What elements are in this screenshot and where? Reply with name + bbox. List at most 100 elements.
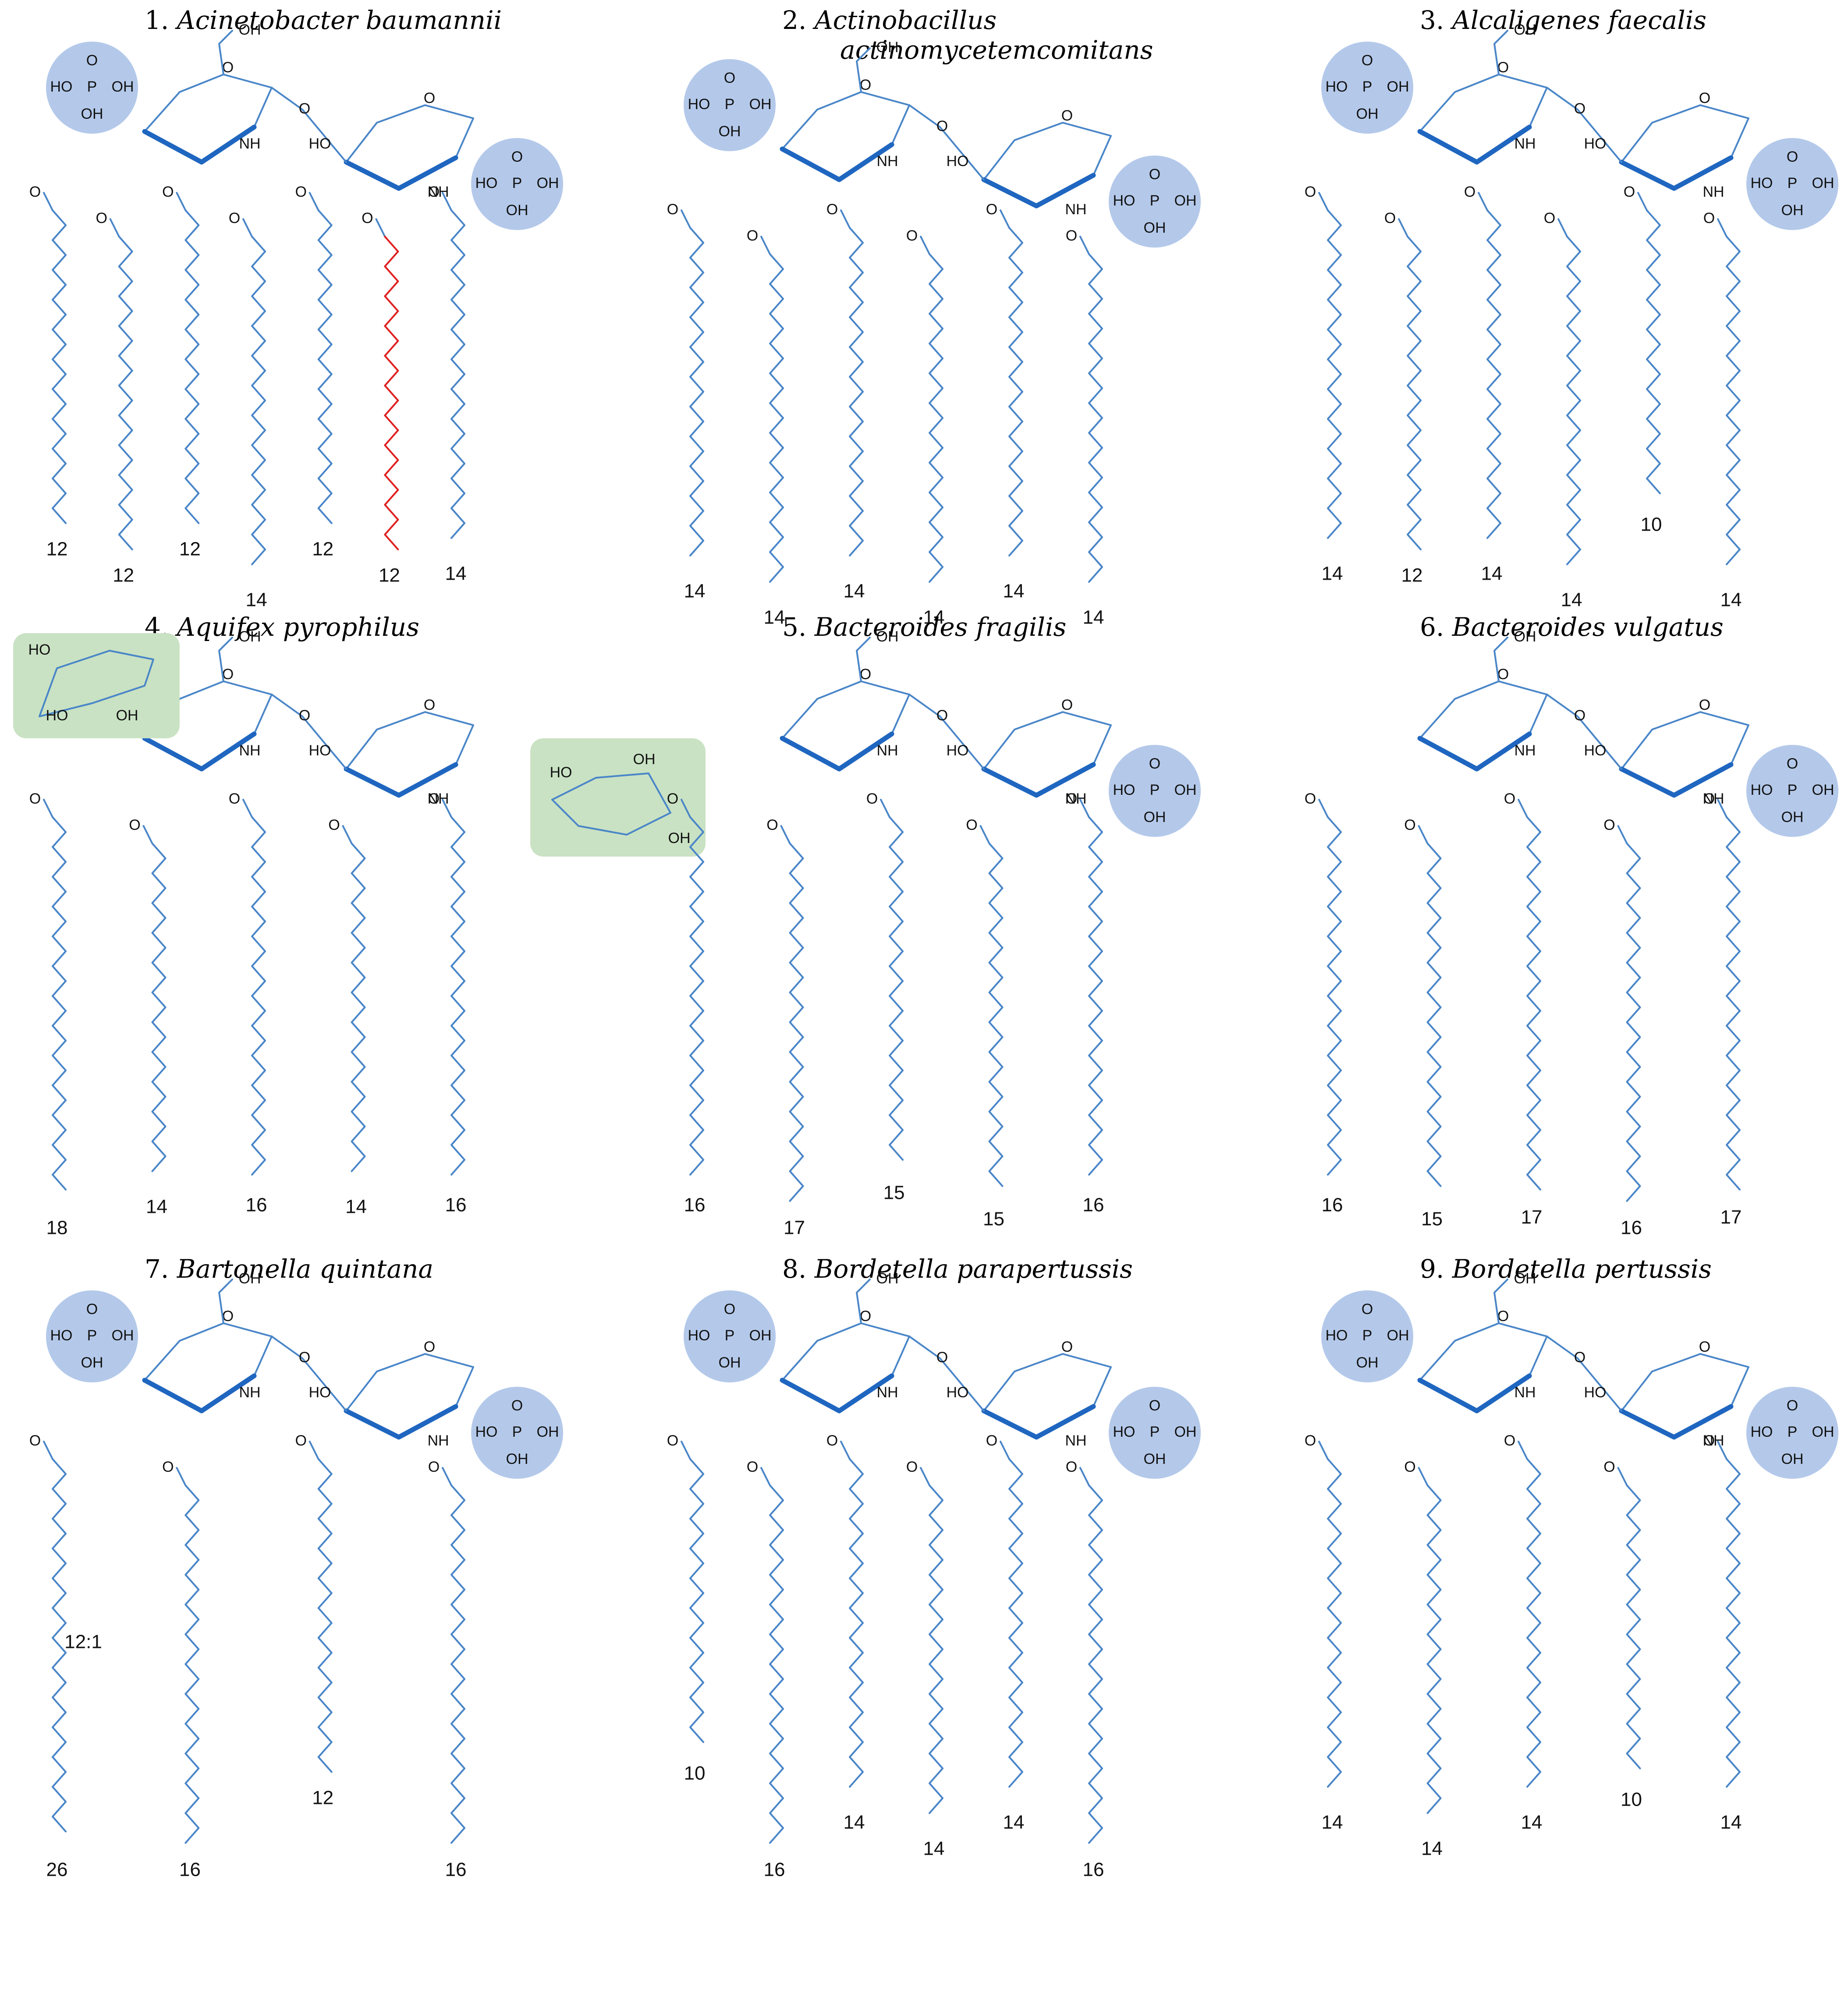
ester-bond [1318, 799, 1329, 818]
phosphate-hydroxyl: OH [81, 106, 103, 122]
structure-number: 6. [1420, 612, 1452, 642]
glycosidic-bond [908, 694, 985, 770]
ester-bond [1557, 218, 1568, 237]
chain-length-label: 16 [246, 1194, 267, 1216]
ester-bond [760, 1467, 771, 1486]
chain-length-label: 14 [1421, 1838, 1443, 1860]
ester-bond [176, 192, 187, 211]
acyl-chain [1726, 236, 1741, 565]
ring-hydroxyl: HO [309, 742, 331, 759]
glycosidic-bond [908, 1336, 985, 1412]
acyl-chain [52, 816, 67, 1190]
ester-bond [1637, 192, 1648, 211]
organism-name: Aquifex pyrophilus [177, 612, 419, 642]
chain-length-label: 14 [923, 1838, 945, 1860]
unsaturated-chain-label: 12:1 [64, 1631, 102, 1653]
carbonyl-oxygen: O [1066, 1459, 1077, 1475]
chain-length-label: 14 [1720, 1812, 1742, 1833]
amide-nh: NH [1703, 184, 1724, 200]
acyl-chain [789, 843, 804, 1202]
sugar-ring [39, 650, 154, 717]
chain-length-label: 17 [1720, 1207, 1742, 1228]
chain-length-label: 14 [844, 1812, 865, 1833]
chain-length-label: 12 [46, 538, 68, 560]
ester-bond [142, 825, 153, 844]
phosphate-hydroxyl: OH [1356, 106, 1379, 122]
ester-bond [176, 1467, 187, 1486]
glycosidic-bond [908, 104, 985, 181]
amide-nh: NH [1514, 135, 1536, 152]
hydroxymethyl-oh: OH [1514, 1270, 1536, 1287]
acyl-chain [317, 209, 333, 524]
ring-bold-edge [1619, 762, 1734, 798]
acyl-chain [1088, 1484, 1103, 1844]
acyl-chain [1008, 1458, 1023, 1788]
acyl-chain [1526, 816, 1541, 1190]
phosphate-oxygen: O [1787, 149, 1798, 165]
ring-bold-edge [981, 762, 1096, 798]
chain-length-label: 14 [1720, 589, 1742, 611]
organism-name-line2: actinomycetemcomitans [840, 35, 1153, 65]
carbonyl-oxygen: O [1404, 1459, 1415, 1475]
phosphorus-atom: P [1150, 192, 1160, 209]
acyl-chain [849, 1458, 864, 1788]
organism-name: Alcaligenes faecalis [1452, 5, 1707, 35]
ester-bond [1518, 799, 1528, 818]
chain-length-label: 15 [1421, 1208, 1443, 1230]
sugar-hydroxyl: HO [550, 764, 572, 781]
ester-bond [1079, 1467, 1090, 1486]
ester-bond [442, 192, 452, 211]
chain-length-label: 14 [1322, 1812, 1343, 1833]
ester-bond [1079, 799, 1090, 818]
structure-title: 8. Bordetella parapertussis [782, 1254, 1133, 1284]
ring-hydroxyl: HO [947, 742, 969, 759]
ring-oxygen: O [424, 90, 435, 106]
glucosamine-ring [1621, 1353, 1749, 1438]
ester-bond [109, 218, 120, 237]
amide-nh: NH [876, 153, 898, 170]
hydroxymethyl [218, 30, 233, 75]
phosphate-hydroxyl: HO [1326, 78, 1348, 95]
phosphate-hydroxyl: OH [1144, 1451, 1166, 1467]
phosphate-hydroxyl: OH [81, 1354, 103, 1371]
carbonyl-oxygen: O [986, 1432, 997, 1449]
hydroxymethyl [1493, 1279, 1508, 1324]
ester-bond [681, 799, 691, 818]
structure-title: 5. Bacteroides fragilis [782, 612, 1066, 642]
phosphorus-atom: P [87, 1327, 97, 1344]
glycosidic-oxygen: O [1574, 707, 1586, 724]
structure-number: 7. [145, 1254, 177, 1284]
amide-nh: NH [239, 742, 260, 759]
phosphate-hydroxyl: OH [1174, 782, 1197, 798]
acyl-chain [1726, 816, 1741, 1190]
phosphate-group-right [471, 1387, 563, 1479]
acyl-chain [151, 843, 167, 1172]
chain-length-label: 12 [379, 565, 400, 586]
carbonyl-oxygen: O [1066, 227, 1077, 244]
acyl-chain [689, 227, 704, 556]
chain-length-label: 17 [784, 1217, 805, 1239]
glycosidic-bond [1546, 1336, 1622, 1412]
ester-bond [1318, 192, 1329, 211]
sugar-hydroxyl: OH [668, 830, 691, 847]
chain-length-label: 14 [445, 563, 467, 585]
ester-bond [1617, 825, 1628, 844]
chain-length-label: 14 [1083, 607, 1104, 628]
ester-bond [681, 209, 691, 229]
carbonyl-oxygen: O [1305, 790, 1316, 807]
ester-bond [309, 1441, 319, 1460]
carbonyl-oxygen: O [747, 1459, 758, 1475]
amide-nh: NH [1514, 1384, 1536, 1401]
hydroxymethyl-oh: OH [876, 39, 899, 56]
amide-nh: NH [876, 1384, 898, 1401]
phosphate-oxygen: O [1362, 1301, 1373, 1318]
acyl-chain [450, 816, 465, 1176]
phosphate-oxygen: O [511, 1397, 523, 1414]
